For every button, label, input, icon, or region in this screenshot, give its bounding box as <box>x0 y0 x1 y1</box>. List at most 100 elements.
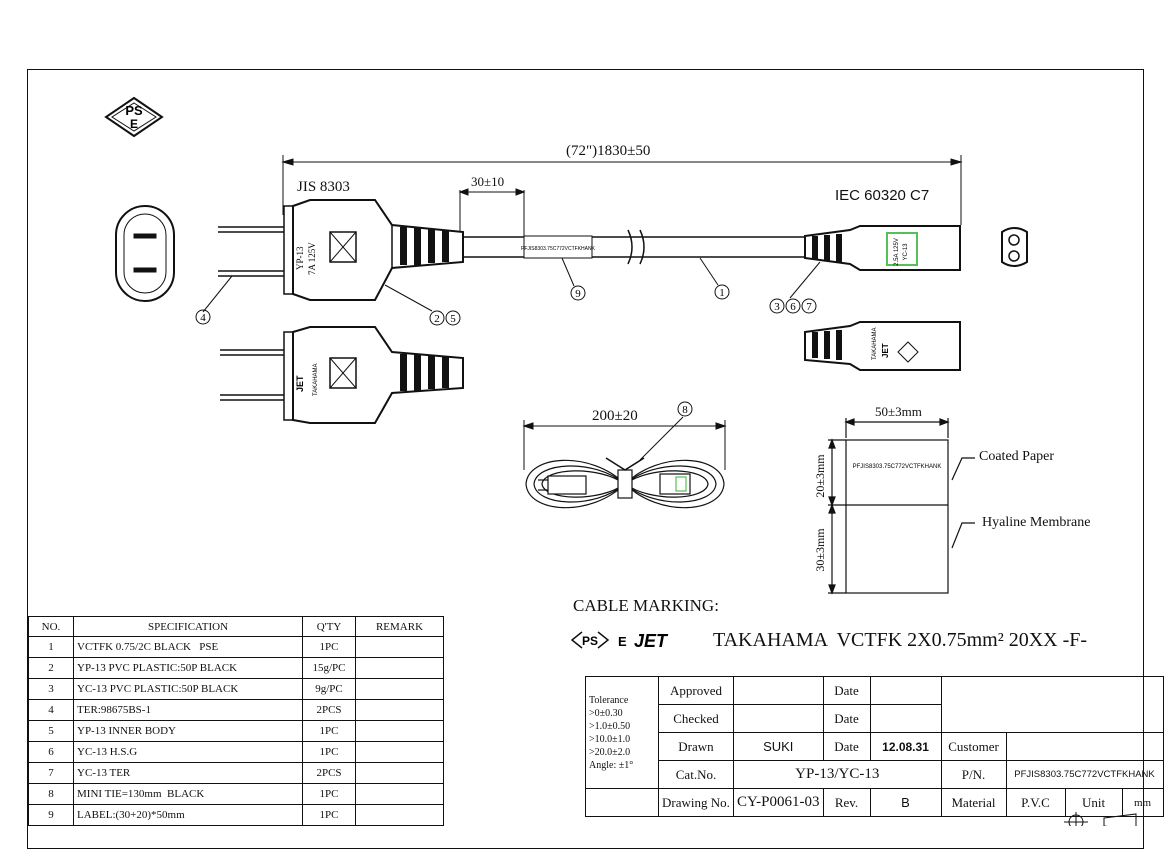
row-no: 6 <box>28 741 74 763</box>
row-remark <box>355 720 444 742</box>
row-remark <box>355 699 444 721</box>
drawing-no-label: Drawing No. <box>658 788 734 817</box>
cable-marking-ps: PS <box>582 634 598 648</box>
drawing-no-value: CY-P0061-03 <box>733 788 824 817</box>
label-material-coated: Coated Paper <box>979 449 1055 464</box>
tolerance-spacer <box>585 788 659 817</box>
plug-side-view <box>218 199 464 301</box>
row-spec: VCTFK 0.75/2C BLACK PSE <box>73 636 303 658</box>
dimension-coil-length: 200±20 <box>592 408 638 424</box>
tolerance-line: Angle: ±1° <box>589 759 634 771</box>
row-remark <box>355 678 444 700</box>
pse-mark: PS E <box>104 96 164 138</box>
callout-1: 1 <box>719 287 725 299</box>
checked-value <box>733 704 824 733</box>
cat-no-label: Cat.No. <box>658 760 734 789</box>
header-qty: Q'TY <box>302 616 356 637</box>
callout-4: 4 <box>200 312 206 324</box>
customer-value <box>1005 732 1164 761</box>
row-spec: TER:98675BS-1 <box>73 699 303 721</box>
row-qty: 1PC <box>302 720 356 742</box>
plug-face-view <box>115 205 175 302</box>
row-no: 9 <box>28 804 74 826</box>
row-spec: YC-13 TER <box>73 762 303 784</box>
cable <box>463 229 805 265</box>
dimension-overall-length: (72")1830±50 <box>566 143 651 159</box>
tolerance-title: Tolerance <box>589 694 629 706</box>
tolerance-line: >20.0±2.0 <box>589 746 631 758</box>
row-qty: 1PC <box>302 741 356 763</box>
row-qty: 1PC <box>302 783 356 805</box>
row-qty: 9g/PC <box>302 678 356 700</box>
label-material-hyaline: Hyaline Membrane <box>982 515 1091 530</box>
row-remark <box>355 783 444 805</box>
tolerance-line: >1.0±0.50 <box>589 720 631 732</box>
row-qty: 2PCS <box>302 762 356 784</box>
connector-side-view <box>804 225 961 271</box>
cable-marking-jet: JET <box>634 631 669 651</box>
row-remark <box>355 804 444 826</box>
cable-marking-title: CABLE MARKING: <box>573 596 719 615</box>
callout-8: 8 <box>682 404 688 416</box>
material-label: Material <box>940 788 1007 817</box>
unit-value: mm <box>1121 788 1164 817</box>
checked-label: Checked <box>658 704 734 733</box>
row-no: 8 <box>28 783 74 805</box>
row-spec: MINI TIE=130mm BLACK <box>73 783 303 805</box>
label-detail-text: PFJIS8303.75C772VCTFKHANK <box>853 464 942 470</box>
table-header-row: NO. SPECIFICATION Q'TY REMARK <box>28 616 444 637</box>
approved-value <box>733 676 824 705</box>
connector-rating-line2: YC-13 <box>903 243 909 261</box>
row-no: 2 <box>28 657 74 679</box>
row-spec: YC-13 PVC PLASTIC:50P BLACK <box>73 678 303 700</box>
row-no: 1 <box>28 636 74 658</box>
drawn-by: SUKI <box>733 732 824 761</box>
row-no: 4 <box>28 699 74 721</box>
row-spec: LABEL:(30+20)*50mm <box>73 804 303 826</box>
checked-date-value <box>869 704 942 733</box>
row-spec: YP-13 INNER BODY <box>73 720 303 742</box>
customer-label: Customer <box>940 732 1007 761</box>
cable-marking-pse-icon <box>570 631 610 649</box>
approved-date-label: Date <box>822 676 871 705</box>
drawn-date: 12.08.31 <box>869 732 942 761</box>
checked-date-label: Date <box>822 704 871 733</box>
plug-brand-takahama: TAKAHAMA <box>313 363 319 396</box>
drawn-date-label: Date <box>822 732 871 761</box>
row-no: 3 <box>28 678 74 700</box>
connector-brand-takahama: TAKAHAMA <box>872 327 878 360</box>
logo-area <box>940 676 1164 733</box>
unit-label: Unit <box>1064 788 1123 817</box>
header-remark: REMARK <box>355 616 444 637</box>
approved-label: Approved <box>658 676 734 705</box>
cat-no-value: YP-13/YC-13 <box>733 760 942 789</box>
plug-bottom-view <box>220 326 464 424</box>
cable-label-text: PFJIS8303.75C772VCTFKHANK <box>521 246 596 252</box>
dimension-overall <box>281 155 963 225</box>
label-bottom-height: 30±3mm <box>813 528 827 572</box>
callout-5: 5 <box>450 313 456 325</box>
plug-rating-line2: 7A 125V <box>307 242 317 275</box>
header-no: NO. <box>28 616 74 637</box>
row-no: 7 <box>28 762 74 784</box>
tolerance-line: >0±0.30 <box>589 707 623 719</box>
connector-bottom-view <box>804 321 961 371</box>
plug-rating-line1: YP-13 <box>295 246 305 270</box>
label-top-height: 20±3mm <box>813 454 827 498</box>
connector-rating-line1: 2.5A 125V <box>894 238 900 266</box>
pse-mark-e: E <box>130 117 138 131</box>
header-specification: SPECIFICATION <box>73 616 303 637</box>
label-detail <box>828 418 975 595</box>
connector-face-view <box>1001 227 1028 267</box>
plug-brand-jet: JET <box>295 375 305 392</box>
callout-9: 9 <box>575 288 581 300</box>
row-spec: YP-13 PVC PLASTIC:50P BLACK <box>73 657 303 679</box>
row-spec: YC-13 H.S.G <box>73 741 303 763</box>
